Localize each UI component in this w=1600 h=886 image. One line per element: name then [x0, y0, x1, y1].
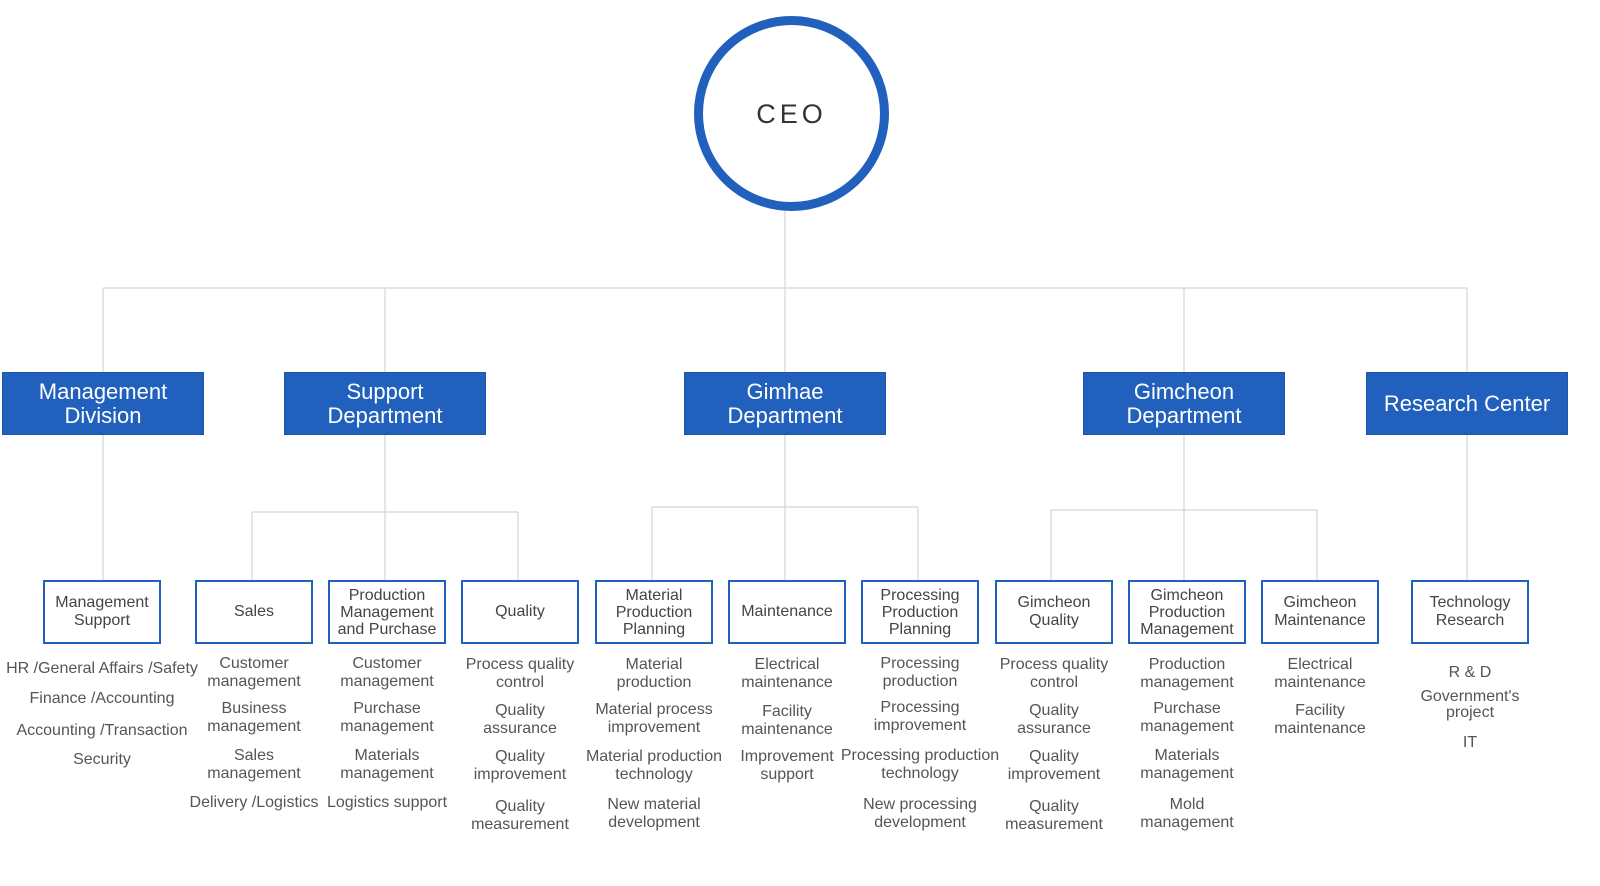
unit-item: New material development: [607, 796, 701, 831]
unit-item: Purchase management: [1140, 700, 1234, 735]
unit-item: Processing production technology: [840, 747, 1000, 782]
unit-item: Material production: [616, 656, 692, 691]
unit-item: Business management: [207, 700, 301, 735]
unit-item: Sales management: [207, 747, 301, 782]
department-box: Research Center: [1366, 372, 1568, 435]
ceo-node: CEO: [694, 16, 889, 211]
unit-item: IT: [1462, 734, 1478, 751]
unit-box: Maintenance: [728, 580, 846, 644]
unit-item: Quality improvement: [1007, 748, 1101, 783]
unit-item: Customer management: [340, 655, 434, 690]
unit-box: Material Production Planning: [595, 580, 713, 644]
unit-box: Management Support: [43, 580, 161, 644]
unit-item: Customer management: [207, 655, 301, 690]
unit-box: Quality: [461, 580, 579, 644]
unit-box: Gimcheon Quality: [995, 580, 1113, 644]
unit-item: Production management: [1140, 656, 1234, 691]
unit-item: Mold management: [1140, 796, 1234, 831]
unit-item: Material process improvement: [595, 701, 713, 736]
unit-box: Sales: [195, 580, 313, 644]
department-box: Gimhae Department: [684, 372, 886, 435]
department-box: Management Division: [2, 372, 204, 435]
unit-item: R & D: [1448, 664, 1492, 681]
unit-item: Processing improvement: [873, 699, 967, 734]
department-box: Gimcheon Department: [1083, 372, 1285, 435]
unit-item: Process quality control: [465, 656, 575, 691]
unit-item: Accounting /Transaction: [16, 722, 188, 739]
unit-box: Processing Production Planning: [861, 580, 979, 644]
unit-item: Logistics support: [326, 794, 448, 811]
unit-box: Production Management and Purchase: [328, 580, 446, 644]
unit-item: Material production technology: [585, 748, 723, 783]
unit-item: Security: [73, 751, 131, 768]
unit-item: Delivery /Logistics: [189, 794, 319, 811]
ceo-label: CEO: [756, 99, 827, 129]
unit-box: Gimcheon Maintenance: [1261, 580, 1379, 644]
unit-box: Technology Research: [1411, 580, 1529, 644]
unit-item: Quality measurement: [1005, 798, 1103, 833]
unit-item: Quality assurance: [1017, 702, 1091, 737]
unit-item: Facility maintenance: [741, 703, 833, 738]
unit-item: Purchase management: [340, 700, 434, 735]
unit-item: Finance /Accounting: [29, 690, 175, 707]
unit-item: Process quality control: [999, 656, 1109, 691]
department-box: Support Department: [284, 372, 486, 435]
unit-box: Gimcheon Production Management: [1128, 580, 1246, 644]
unit-item: Materials management: [1140, 747, 1234, 782]
unit-item: Processing production: [880, 655, 960, 690]
unit-item: Improvement support: [740, 748, 834, 783]
unit-item: New processing development: [863, 796, 977, 831]
unit-item: Electrical maintenance: [741, 656, 833, 691]
unit-item: Quality assurance: [483, 702, 557, 737]
unit-item: Government's project: [1420, 688, 1520, 721]
unit-item: Materials management: [340, 747, 434, 782]
unit-item: Quality measurement: [471, 798, 569, 833]
unit-item: Quality improvement: [473, 748, 567, 783]
unit-item: HR /General Affairs /Safety: [6, 660, 198, 677]
unit-item: Facility maintenance: [1274, 702, 1366, 737]
unit-item: Electrical maintenance: [1274, 656, 1366, 691]
